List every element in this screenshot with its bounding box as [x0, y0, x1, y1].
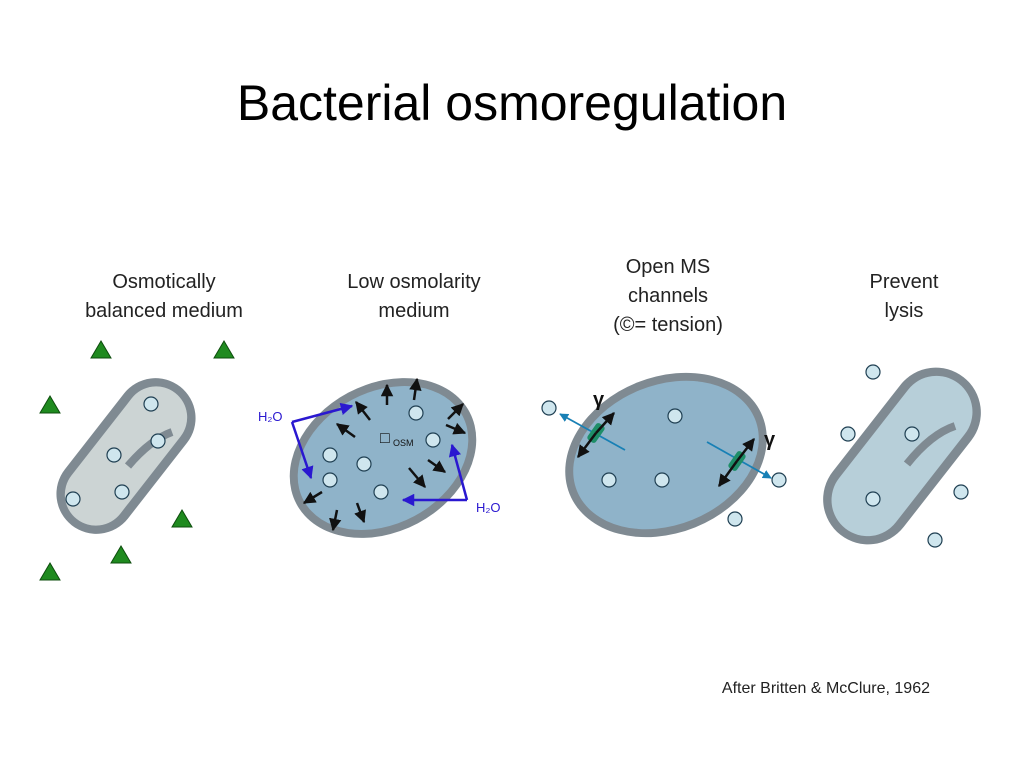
solute-particle: [667, 408, 683, 424]
label-line: Osmotically: [112, 271, 216, 293]
solute-particle: [541, 400, 557, 416]
pressure-arrow: [302, 490, 323, 505]
solute-group-channels-inside: [601, 408, 683, 488]
pressure-arrow: [408, 467, 426, 488]
label-line: Low osmolarity: [347, 271, 481, 293]
solute-particle: [65, 491, 81, 507]
solute-group-balanced: [65, 396, 166, 507]
solute-particle: [927, 532, 943, 548]
pressure-arrow: [427, 458, 447, 474]
cell-open-channels: [565, 372, 767, 538]
water-arrow: [291, 402, 354, 424]
water-label: H₂O: [258, 409, 283, 424]
pressure-arrow: [445, 422, 467, 435]
label-line: Prevent: [869, 271, 939, 293]
external-solute-triangle: [39, 562, 61, 581]
solute-particle: [904, 426, 920, 442]
pressure-arrow: [447, 403, 464, 420]
panel-label-open-ms-channels: Open MS channels (©= tension): [558, 253, 778, 340]
tension-symbol: γ: [764, 429, 776, 451]
solute-particle: [654, 472, 670, 488]
solute-particle: [408, 405, 424, 421]
turgor-pressure-arrows: [302, 377, 467, 532]
solute-group-lysis-prevented: [840, 364, 969, 548]
ms-channel-right: [717, 438, 755, 488]
solute-group-swollen: [322, 405, 441, 500]
cytoplasm: [297, 386, 469, 530]
solute-particle: [953, 484, 969, 500]
label-line: (©= tension): [613, 314, 723, 336]
tension-arrow: [736, 438, 755, 462]
water-influx-arrows: [290, 402, 469, 507]
ms-channel-left: [577, 412, 615, 458]
tension-arrow: [717, 460, 739, 488]
citation: After Britten & McClure, 1962: [721, 680, 930, 697]
solute-particle: [114, 484, 130, 500]
pressure-arrow: [329, 509, 342, 532]
pressure-arrow: [355, 401, 371, 421]
tension-arrow: [595, 412, 615, 434]
solute-group-channels-outside: [541, 400, 787, 527]
external-solute-group: [39, 340, 235, 581]
solute-particle: [150, 433, 166, 449]
panel-label-prevent-lysis: Prevent lysis: [794, 268, 1014, 326]
label-line: lysis: [884, 300, 924, 322]
external-solute-triangle: [171, 509, 193, 528]
cytoplasm: [573, 380, 759, 530]
solute-particle: [143, 396, 159, 412]
solute-particle: [865, 491, 881, 507]
cytoplasm: [64, 386, 188, 526]
cell-wall-fold: [903, 422, 957, 467]
label-line: balanced medium: [85, 300, 243, 322]
solute-particle: [771, 472, 787, 488]
tension-arrow: [577, 432, 597, 458]
solute-particle: [727, 511, 743, 527]
solute-particle: [322, 472, 338, 488]
label-line: medium: [378, 300, 450, 322]
cell-swollen: [289, 378, 477, 538]
solute-particle: [601, 472, 617, 488]
slide-title: Bacterial osmoregulation: [236, 75, 788, 131]
cell-lysis-prevented: [823, 367, 981, 545]
label-line: channels: [627, 285, 709, 307]
solute-particle: [322, 447, 338, 463]
solute-particle: [840, 426, 856, 442]
pressure-arrow: [354, 502, 366, 524]
label-line: Open MS: [625, 256, 711, 278]
tension-symbol: γ: [593, 389, 605, 411]
solute-particle: [425, 432, 441, 448]
panel-label-balanced: Osmotically balanced medium: [54, 268, 274, 326]
pressure-arrow: [335, 422, 356, 439]
external-solute-triangle: [90, 340, 112, 359]
solute-particle: [373, 484, 389, 500]
solute-particle: [356, 456, 372, 472]
panel-label-low-osmolarity: Low osmolarity medium: [304, 268, 524, 326]
external-solute-triangle: [39, 395, 61, 414]
solute-particle: [106, 447, 122, 463]
osmotic-pressure-subscript: OSM: [393, 438, 414, 448]
pressure-arrow: [409, 377, 422, 401]
external-solute-triangle: [110, 545, 132, 564]
cell-balanced: [56, 378, 196, 534]
osmotic-pressure-symbol: □: [380, 430, 390, 447]
water-label: H₂O: [476, 500, 501, 515]
water-arrow: [290, 421, 314, 480]
solute-particle: [865, 364, 881, 380]
cell-wall-fold: [124, 428, 174, 469]
external-solute-triangle: [213, 340, 235, 359]
water-arrow: [448, 443, 469, 501]
